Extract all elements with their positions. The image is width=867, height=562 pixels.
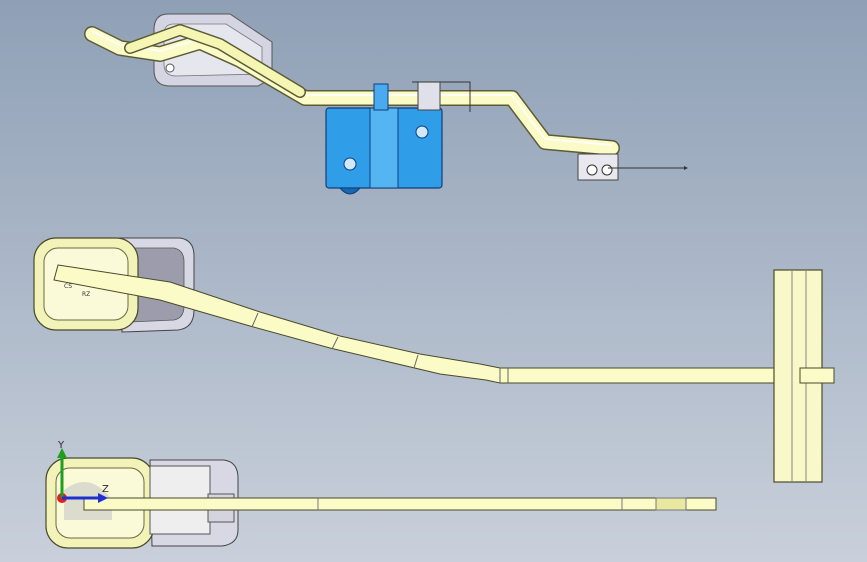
coordinate-triad: Y Z xyxy=(57,440,109,503)
blue-bracket-post xyxy=(373,83,389,111)
triad-y-arrow xyxy=(57,448,67,458)
bracket-clip xyxy=(417,81,441,111)
shell-hole xyxy=(165,63,175,73)
triad-z-label: Z xyxy=(102,484,109,495)
cylinder-pin xyxy=(799,367,835,384)
side-tube-band xyxy=(655,497,687,511)
triad-z-arrow xyxy=(98,493,108,503)
probe-tip xyxy=(684,166,688,170)
tube-seam xyxy=(413,354,419,369)
top-tube-2 xyxy=(125,25,305,97)
side-view[interactable] xyxy=(45,457,717,549)
grip-mark: CS xyxy=(64,283,72,290)
end-bracket xyxy=(577,153,619,181)
end-bracket-bolt xyxy=(586,164,598,176)
bracket-foot xyxy=(338,187,362,195)
front-view[interactable]: CS RZ xyxy=(33,237,835,483)
tube-seam xyxy=(251,312,259,328)
bracket-hole xyxy=(343,157,357,171)
end-bracket-bolt xyxy=(601,164,613,176)
grip-mark: RZ xyxy=(82,291,90,298)
bracket-hole xyxy=(415,125,429,139)
top-view[interactable] xyxy=(84,13,688,195)
bracket-wire xyxy=(412,81,471,112)
side-tube xyxy=(83,497,717,511)
blue-bracket-face xyxy=(369,107,399,189)
triad-y-label: Y xyxy=(57,440,65,451)
tube-seam xyxy=(331,336,339,350)
